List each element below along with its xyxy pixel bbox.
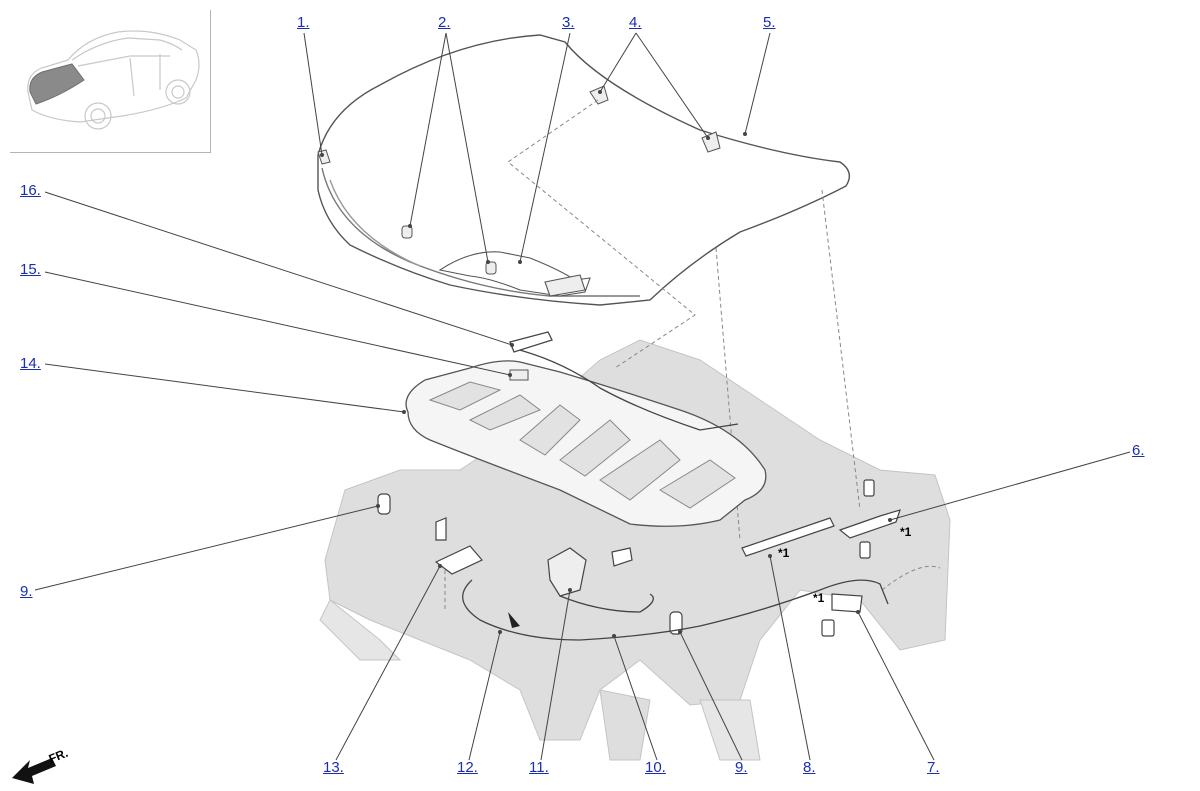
callout-3[interactable]: 3.: [562, 14, 575, 31]
hood-panel: [317, 34, 851, 306]
leader-lines: [34, 32, 1131, 761]
footnote-marker: *1: [900, 525, 912, 539]
callout-12[interactable]: 12.: [457, 759, 478, 776]
callout-9-bottom[interactable]: 9.: [735, 759, 748, 776]
hood-seal-3: [438, 251, 591, 297]
callout-14[interactable]: 14.: [20, 355, 41, 372]
lower-parts: [377, 479, 901, 637]
hood-insulator: [405, 360, 767, 527]
callout-11[interactable]: 11.: [529, 759, 549, 776]
direction-arrow-icon: [508, 612, 520, 628]
callout-6[interactable]: 6.: [1132, 442, 1145, 459]
body-structure: [319, 339, 951, 761]
callout-9-left[interactable]: 9.: [20, 583, 33, 600]
leader-arrowheads: [320, 90, 892, 638]
footnote-marker: *1: [813, 591, 825, 605]
callout-10[interactable]: 10.: [645, 759, 666, 776]
callout-16[interactable]: 16.: [20, 182, 41, 199]
alignment-lines: [444, 99, 941, 612]
footnote-marker: *1: [778, 546, 790, 560]
hood-cable-16: [509, 331, 739, 431]
car-silhouette-icon: [27, 30, 200, 130]
callout-5[interactable]: 5.: [763, 14, 776, 31]
callout-7[interactable]: 7.: [927, 759, 940, 776]
callout-13[interactable]: 13.: [323, 759, 344, 776]
front-direction-arrow-icon: [12, 758, 56, 784]
release-cable-12: [462, 579, 889, 641]
callout-15[interactable]: 15.: [20, 261, 41, 278]
vehicle-locator-thumbnail: [10, 10, 211, 153]
callout-8[interactable]: 8.: [803, 759, 816, 776]
clip-15: [509, 369, 529, 381]
callout-4[interactable]: 4.: [629, 14, 642, 31]
callout-1[interactable]: 1.: [297, 14, 310, 31]
callout-2[interactable]: 2.: [438, 14, 451, 31]
